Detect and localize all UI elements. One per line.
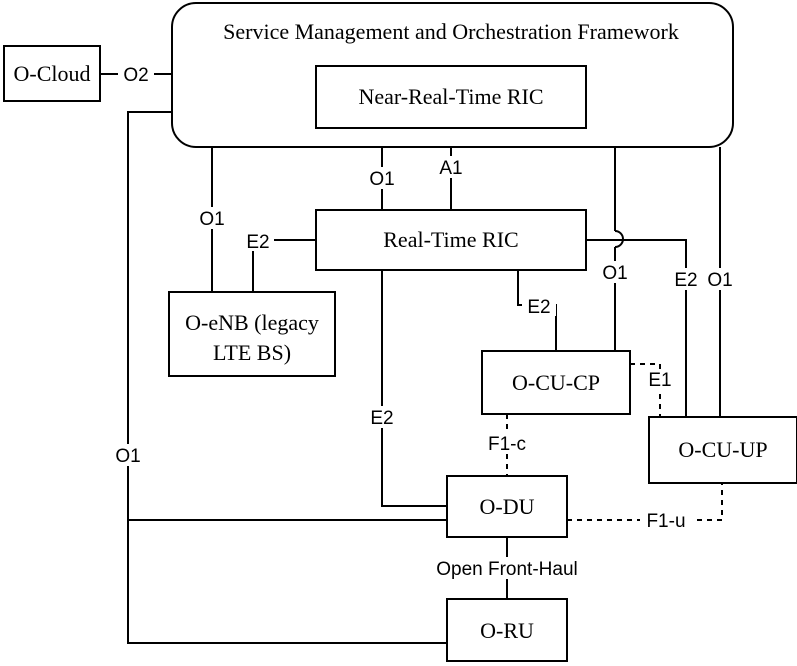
ocu-cp-box: [481, 350, 631, 415]
o1-label-ocuup: O1: [707, 270, 732, 291]
ocu-up-label: O-CU-UP: [678, 437, 767, 462]
oru-box: [446, 598, 568, 662]
o2-interface-label: O2: [123, 65, 148, 86]
near-rt-ric-label: Near-Real-Time RIC: [358, 84, 543, 109]
e2-label-oenb: E2: [246, 232, 269, 253]
ocloud-box: [3, 45, 101, 102]
ocu-cp-label: O-CU-CP: [512, 370, 600, 395]
e2-label-ocucp: E2: [527, 297, 550, 318]
oenb-label-line2: LTE BS): [213, 340, 291, 365]
e2-link-rtric-ocuup: [586, 239, 687, 417]
a1-interface-label: A1: [439, 158, 462, 179]
f1u-link: [567, 483, 723, 521]
o1-link-smo-odu-oru: [127, 111, 447, 644]
oenb-box: [168, 291, 336, 377]
f1c-interface-label: F1-c: [488, 434, 526, 455]
rt-ric-box: [315, 209, 587, 271]
e1-interface-label: E1: [648, 370, 671, 391]
ocu-up-box: [648, 416, 797, 484]
o1-label-ocucp: O1: [602, 263, 627, 284]
e2-label-ocuup: E2: [674, 270, 697, 291]
rt-ric-label: Real-Time RIC: [383, 227, 518, 252]
o1-label-odu-oru: O1: [115, 446, 140, 467]
e2-label-odu: E2: [370, 408, 393, 429]
smo-title: Service Management and Orchestration Fra…: [223, 19, 679, 44]
ocloud-label: O-Cloud: [14, 61, 91, 86]
odu-box: [446, 475, 568, 538]
e1-link: [630, 363, 661, 417]
fronthaul-interface-label: Open Front-Haul: [436, 559, 578, 580]
o1-label-rtric: O1: [369, 169, 394, 190]
oenb-label-line1: O-eNB (legacy: [185, 310, 319, 335]
near-rt-ric-box: [315, 65, 587, 129]
oru-label: O-RU: [480, 618, 534, 643]
f1u-interface-label: F1-u: [646, 511, 685, 532]
o1-label-oenb: O1: [199, 209, 224, 230]
e2-link-rtric-odu: [381, 270, 447, 507]
odu-label: O-DU: [480, 494, 535, 519]
